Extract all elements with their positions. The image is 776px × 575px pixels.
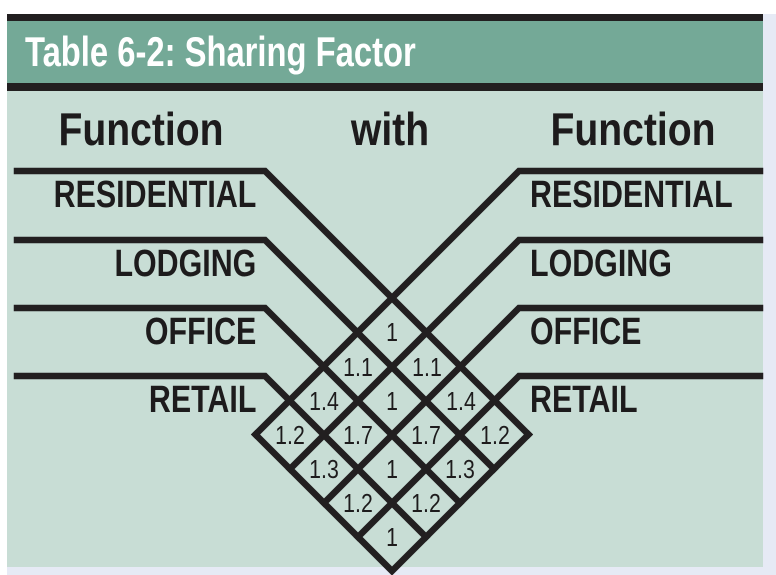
line-left-retail: [13, 372, 431, 542]
header-separator: [7, 83, 763, 91]
cell-residential-lodging: 1.1: [411, 351, 442, 382]
function-label-left-lodging: LODGING: [114, 243, 256, 285]
line-left-lodging: [13, 236, 499, 474]
cell-retail-office: 1.2: [343, 488, 373, 518]
cell-residential-retail: 1.2: [479, 419, 510, 450]
function-label-right-retail: RETAIL: [530, 379, 638, 421]
table-title: Table 6-2: Sharing Factor: [25, 28, 416, 75]
cell-residential-office: 1.4: [445, 385, 476, 416]
cell-office-retail: 1.2: [411, 488, 441, 518]
function-label-left-residential: RESIDENTIAL: [53, 174, 256, 216]
table-header-bar: Table 6-2: Sharing Factor: [7, 21, 763, 83]
cell-retail-retail: 1: [386, 522, 398, 552]
cell-retail-lodging: 1.3: [309, 454, 339, 484]
page-margin-right: [763, 14, 776, 575]
line-right-retail: [353, 372, 764, 542]
function-label-left-retail: RETAIL: [148, 379, 256, 421]
cell-office-office: 1: [386, 454, 398, 484]
cell-lodging-office: 1.7: [411, 420, 441, 450]
cell-office-residential: 1.4: [308, 385, 339, 416]
cell-retail-residential: 1.2: [274, 419, 305, 450]
line-left-residential: [13, 167, 534, 440]
function-label-right-office: OFFICE: [530, 311, 642, 353]
cell-residential-residential: 1: [386, 317, 398, 347]
line-right-residential: [250, 167, 764, 440]
cell-lodging-lodging: 1: [386, 386, 398, 416]
top-border: [7, 14, 763, 21]
cell-lodging-retail: 1.3: [445, 454, 475, 484]
function-label-right-residential: RESIDENTIAL: [530, 174, 733, 216]
column-header-with: with: [350, 103, 430, 155]
column-header-function-right: Function: [550, 103, 716, 155]
lattice-bottom-v: [250, 429, 534, 575]
function-label-left-office: OFFICE: [144, 311, 256, 353]
function-label-right-lodging: LODGING: [530, 243, 672, 285]
line-left-office: [13, 304, 465, 508]
line-right-lodging: [285, 236, 764, 474]
cell-lodging-residential: 1.1: [342, 351, 373, 382]
line-right-office: [319, 304, 764, 508]
cell-office-lodging: 1.7: [343, 420, 373, 450]
column-header-function-left: Function: [58, 103, 224, 155]
